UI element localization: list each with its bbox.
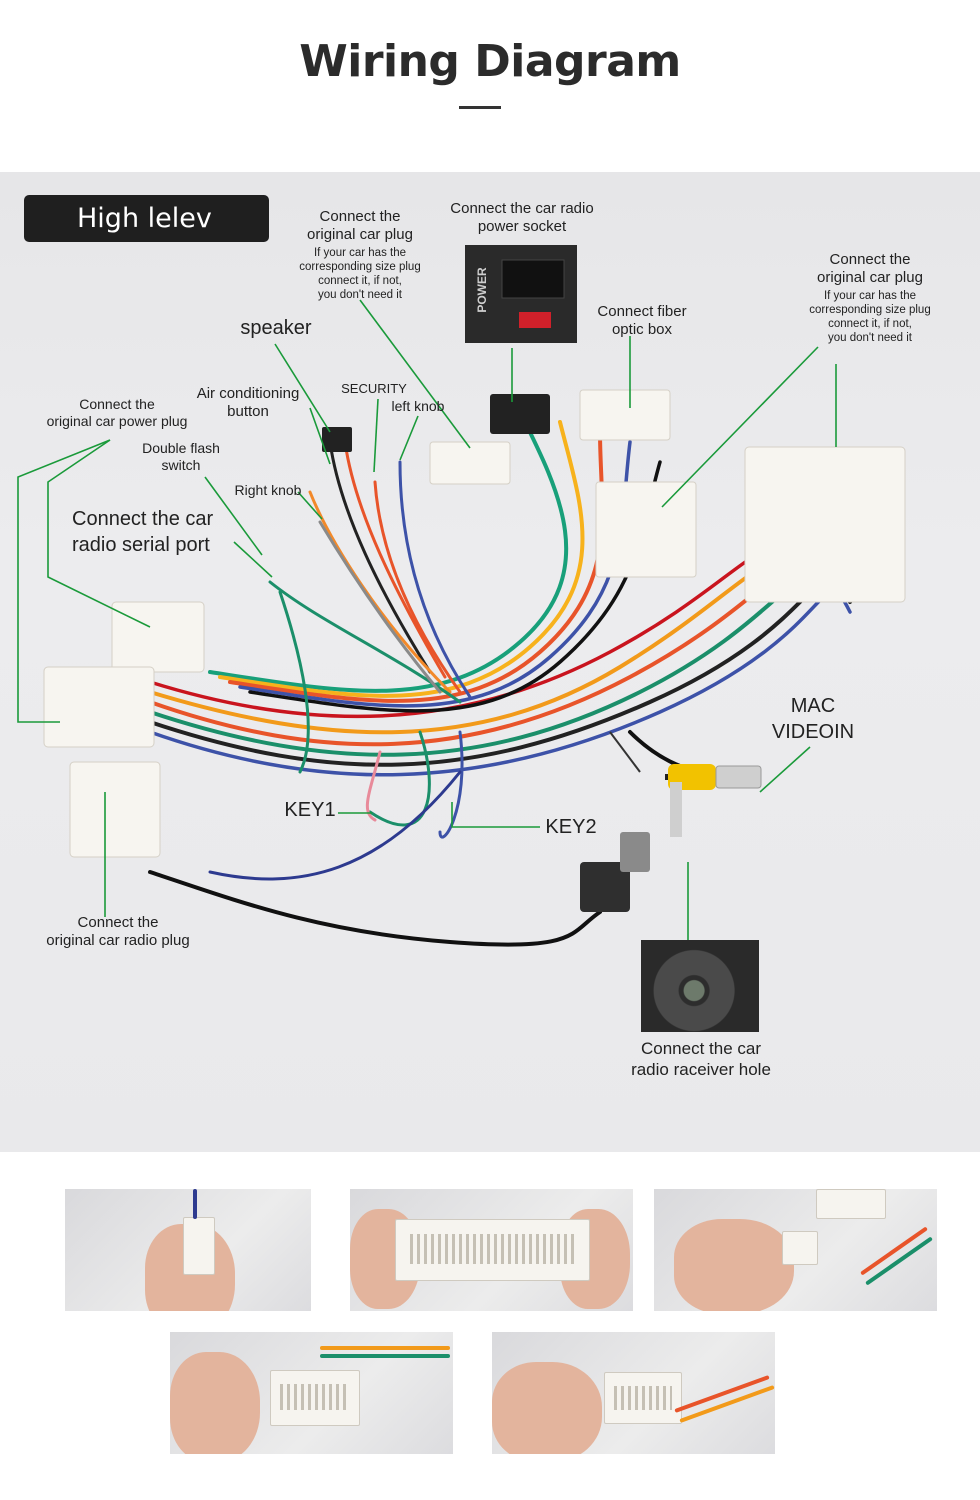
label-right-knob: Right knob xyxy=(234,482,302,498)
receiver-hole-photo xyxy=(641,940,759,1032)
label-original-car-plug-right-main: Connect the original car plug xyxy=(817,251,923,286)
connector-photo-4 xyxy=(170,1332,453,1454)
label-mac-videoin: MAC VIDEOIN xyxy=(771,695,855,743)
connector-pins xyxy=(410,1234,575,1264)
page-title: Wiring Diagram xyxy=(299,36,681,87)
label-original-car-plug-right: Connect the original car plug If your ca… xyxy=(804,251,936,345)
connector-photo-5 xyxy=(492,1332,775,1454)
label-speaker: speaker xyxy=(240,317,312,339)
hand xyxy=(492,1362,602,1454)
wire xyxy=(860,1226,928,1276)
label-double-flash-switch: Double flash switch xyxy=(142,440,220,473)
connector-pins xyxy=(280,1384,350,1410)
connector-plug xyxy=(183,1217,215,1275)
label-receiver-hole: Connect the car radio raceiver hole xyxy=(631,1039,771,1080)
label-original-car-radio-plug: Connect the original car radio plug xyxy=(46,914,190,949)
rca-video-plug xyxy=(609,731,762,790)
connector-photo-1 xyxy=(65,1189,311,1311)
connector-photo-2 xyxy=(350,1189,633,1311)
label-original-car-plug-top-main: Connect the original car plug xyxy=(307,208,413,243)
label-security: SECURITY xyxy=(341,381,407,396)
label-original-car-plug-top-note: If your car has the corresponding size p… xyxy=(299,247,421,301)
power-socket-photo xyxy=(465,245,577,343)
connector-plug xyxy=(816,1189,886,1219)
label-fiber-optic-box: Connect fiber optic box xyxy=(597,303,687,338)
title-divider xyxy=(459,106,501,109)
label-power-socket: Connect the car radio power socket xyxy=(450,200,594,235)
hand xyxy=(674,1219,794,1311)
connector-plug xyxy=(782,1231,818,1265)
connectors xyxy=(43,389,906,858)
wiring-harness-illustration: POWER xyxy=(17,245,906,947)
leader-lines xyxy=(17,299,837,940)
wire xyxy=(193,1189,197,1219)
label-left-knob: left knob xyxy=(391,398,445,414)
label-serial-port: Connect the car radio serial port xyxy=(72,508,214,556)
label-key1: KEY1 xyxy=(284,799,336,821)
label-original-car-plug-right-note: If your car has the corresponding size p… xyxy=(809,290,931,344)
level-badge: High lelev xyxy=(24,195,269,242)
wire xyxy=(320,1354,450,1358)
label-original-car-plug-top: Connect the original car plug If your ca… xyxy=(294,208,426,302)
connector-photo-3 xyxy=(654,1189,937,1311)
antenna-plug xyxy=(580,782,682,912)
label-air-conditioning-button: Air conditioning button xyxy=(196,385,300,420)
wire xyxy=(320,1346,450,1350)
label-original-car-power-plug: Connect the original car power plug xyxy=(46,396,188,429)
hand xyxy=(170,1352,260,1454)
label-key2: KEY2 xyxy=(545,816,597,838)
power-marking: POWER xyxy=(475,267,489,313)
wiring-diagram-panel: POWER xyxy=(0,172,980,1152)
connector-pins xyxy=(614,1386,672,1410)
